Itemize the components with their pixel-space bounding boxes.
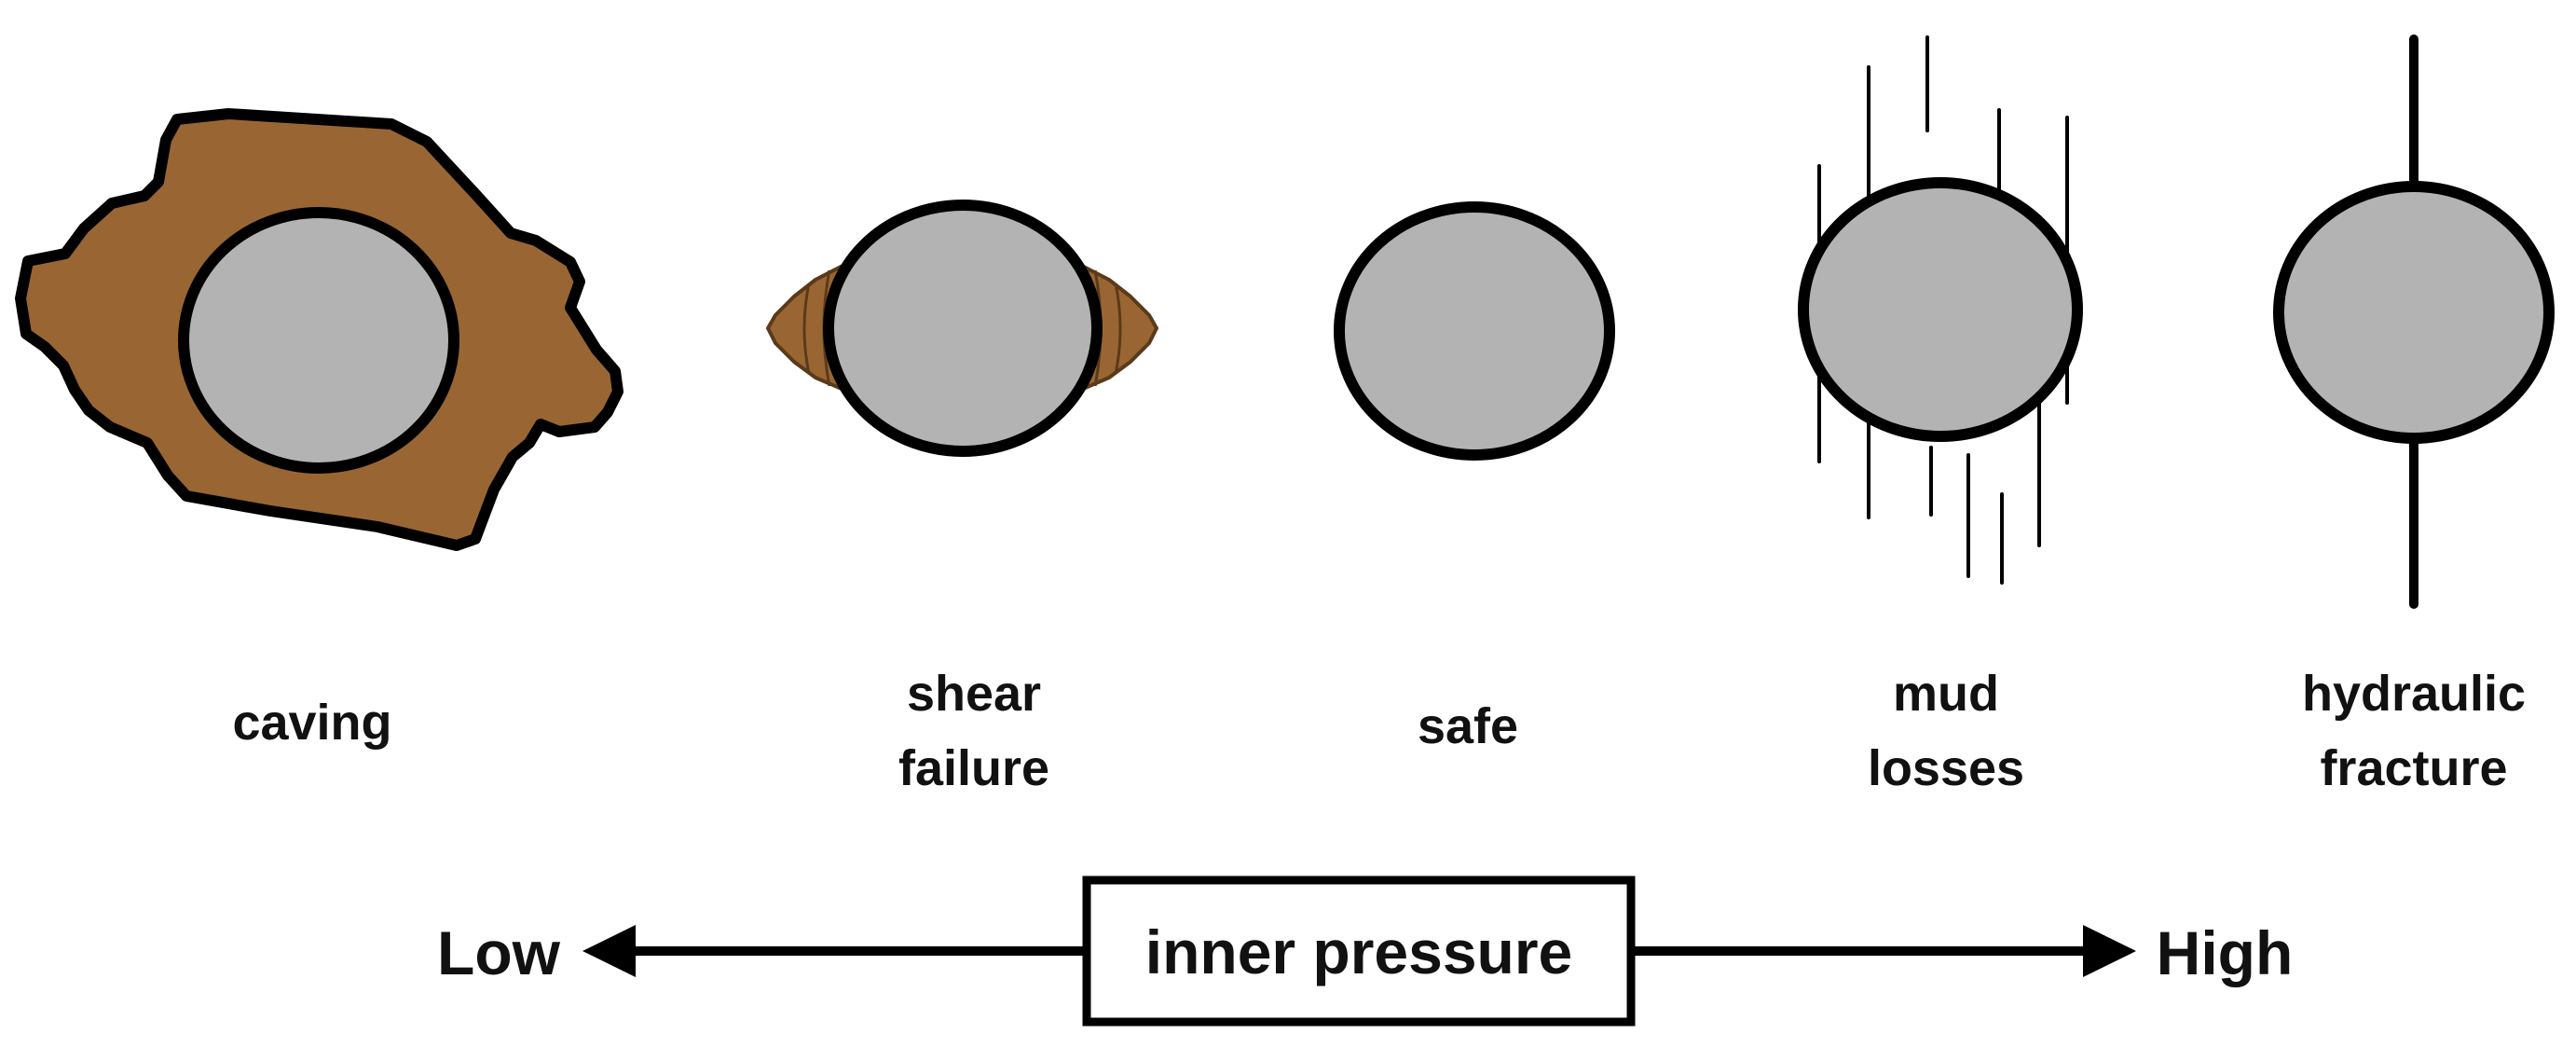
safe-illustration <box>1334 201 1615 461</box>
high-label: High <box>2157 918 2294 987</box>
label-hydraulic-fracture-line2: fracture <box>2320 740 2507 796</box>
pressure-axis: inner pressure Low High <box>437 876 2294 1027</box>
mud-losses-borehole <box>1798 177 2083 442</box>
inner-pressure-label: inner pressure <box>1145 917 1573 986</box>
inner-pressure-box <box>1082 876 1636 1027</box>
low-label: Low <box>437 918 561 987</box>
label-safe: safe <box>1418 698 1518 754</box>
safe-borehole <box>1334 201 1615 461</box>
label-mud-losses-line1: mud <box>1893 666 1999 722</box>
hydraulic-fracture-borehole <box>2273 181 2555 444</box>
hydraulic-fracture-illustration <box>2273 34 2555 609</box>
label-mud-losses-line2: losses <box>1868 740 2024 796</box>
label-shear-failure-line2: failure <box>898 740 1049 796</box>
label-shear-failure-line1: shear <box>907 666 1041 722</box>
shear-failure-borehole <box>823 200 1103 457</box>
label-caving: caving <box>232 695 391 751</box>
mud-losses-illustration <box>1798 35 2083 585</box>
shear-failure-illustration <box>766 200 1158 457</box>
label-hydraulic-fracture-line1: hydraulic <box>2302 666 2526 722</box>
caving-borehole <box>178 207 459 474</box>
arrow-head-left <box>582 925 636 977</box>
caving-illustration <box>15 108 623 551</box>
arrow-head-right <box>2083 925 2136 977</box>
